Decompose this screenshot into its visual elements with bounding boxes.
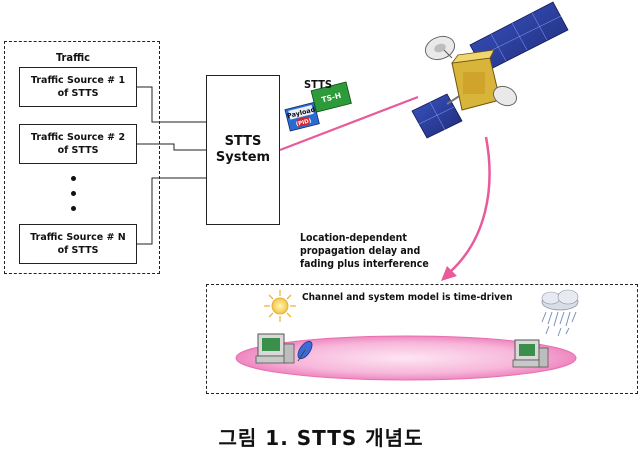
connector-source-1 [137,86,206,123]
packet-icon: Payload (PID) TS-H [284,81,352,132]
propagation-label: Location-dependent propagation delay and… [300,232,429,271]
stts-label: STTS [304,78,333,91]
terminal-icon [512,339,549,368]
sun-icon [264,290,296,322]
traffic-label: Traffic [56,51,91,64]
traffic-group [4,41,160,274]
connector-lines [137,86,206,245]
propagation-line2: propagation delay and [300,245,421,257]
traffic-source-2-line2: of STTS [57,145,99,156]
terminal-icon [255,333,313,364]
traffic-source-1-line2: of STTS [57,88,99,99]
traffic-source-n: Traffic Source # N of STTS [19,224,137,264]
traffic-source-n-line2: of STTS [57,245,99,256]
connector-source-2 [137,143,206,151]
rain-cloud-icon [541,289,579,337]
ellipsis-dot-2 [71,191,76,196]
figure-caption: 그림 1. STTS 개념도 [218,426,424,450]
environment-box [206,284,638,394]
traffic-source-1: Traffic Source # 1 of STTS [19,67,137,107]
stts-system-box: STTS System [206,75,280,225]
traffic-source-1-line1: Traffic Source # 1 [30,75,126,86]
environment-note: Channel and system model is time-driven [302,292,513,303]
packet-pid-text: (PID) [295,118,312,128]
traffic-source-2: Traffic Source # 2 of STTS [19,124,137,164]
traffic-source-n-line1: Traffic Source # N [30,232,126,243]
downlink-arrow [441,136,491,281]
uplink-line [279,95,419,152]
traffic-source-2-line1: Traffic Source # 2 [30,132,126,143]
ellipsis-dot-1 [71,176,76,181]
coverage-ellipse [235,335,577,381]
propagation-line1: Location-dependent [300,232,407,244]
connector-source-n [137,177,206,245]
ellipsis-dot-3 [71,206,76,211]
stts-system-line1: STTS [224,134,262,149]
satellite-icon [411,1,569,139]
stts-system-line2: System [215,150,271,165]
propagation-line3: fading plus interference [300,258,429,270]
